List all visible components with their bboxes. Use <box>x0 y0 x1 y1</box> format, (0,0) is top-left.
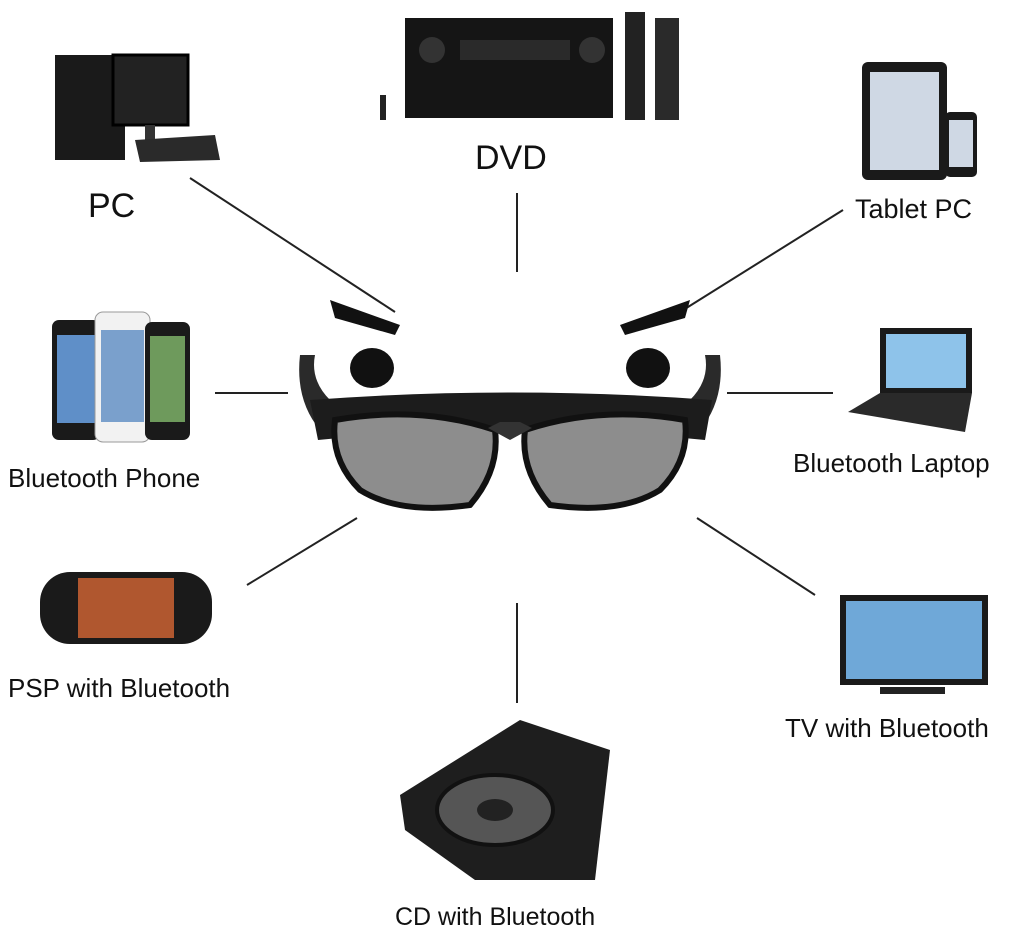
device-label-tv: TV with Bluetooth <box>785 713 989 743</box>
device-label-dvd: DVD <box>475 139 547 177</box>
device-label-pc: PC <box>88 187 136 225</box>
psp-handheld-icon <box>40 572 212 644</box>
tv-icon <box>840 595 988 694</box>
connector-pc <box>189 177 396 313</box>
connector-psp <box>246 517 358 586</box>
connector-tablet <box>679 209 844 313</box>
device-label-laptop: Bluetooth Laptop <box>793 448 990 478</box>
tablet-phone-icon <box>862 62 977 180</box>
dvd-player-icon <box>380 12 679 120</box>
connector-lines <box>189 177 844 703</box>
device-label-cd: CD with Bluetooth <box>395 903 596 931</box>
desktop-pc-icon <box>55 53 220 162</box>
bluetooth-sunglasses-icon <box>299 300 721 511</box>
smartphones-icon <box>52 311 190 443</box>
laptop-icon <box>848 328 972 432</box>
cd-player-icon <box>400 720 610 880</box>
device-label-phone: Bluetooth Phone <box>8 463 201 493</box>
device-label-tablet: Tablet PC <box>855 194 973 224</box>
device-label-psp: PSP with Bluetooth <box>8 673 231 703</box>
connector-tv <box>696 517 816 596</box>
